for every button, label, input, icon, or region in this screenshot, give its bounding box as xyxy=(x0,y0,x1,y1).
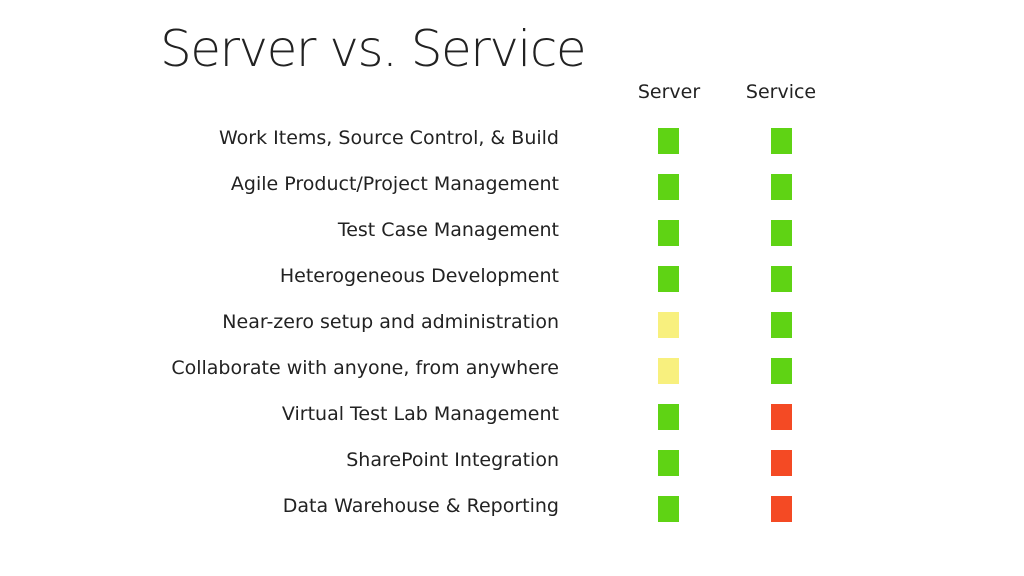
server-status-supported xyxy=(658,174,679,200)
service-status-unsupported xyxy=(771,404,792,430)
service-status-unsupported xyxy=(771,496,792,522)
row-label: Collaborate with anyone, from anywhere xyxy=(171,357,559,379)
service-status-supported xyxy=(771,174,792,200)
server-status-supported xyxy=(658,128,679,154)
row-label: Virtual Test Lab Management xyxy=(281,403,559,425)
server-status-supported xyxy=(658,266,679,292)
server-status-supported xyxy=(658,220,679,246)
column-header-service: Service xyxy=(745,81,817,103)
row-label: Heterogeneous Development xyxy=(279,265,559,287)
page-title: Server vs. Service xyxy=(160,20,587,78)
row-label: Agile Product/Project Management xyxy=(230,173,559,195)
row-label: SharePoint Integration xyxy=(346,449,559,471)
service-status-supported xyxy=(771,358,792,384)
service-status-unsupported xyxy=(771,450,792,476)
row-label: Near-zero setup and administration xyxy=(222,311,559,333)
row-label: Test Case Management xyxy=(337,219,559,241)
server-status-partial xyxy=(658,358,679,384)
service-status-supported xyxy=(771,266,792,292)
server-status-supported xyxy=(658,496,679,522)
server-status-supported xyxy=(658,450,679,476)
service-status-supported xyxy=(771,312,792,338)
row-label: Data Warehouse & Reporting xyxy=(282,495,559,517)
server-status-partial xyxy=(658,312,679,338)
row-label: Work Items, Source Control, & Build xyxy=(219,127,559,149)
server-status-supported xyxy=(658,404,679,430)
service-status-supported xyxy=(771,220,792,246)
column-header-server: Server xyxy=(637,81,701,103)
service-status-supported xyxy=(771,128,792,154)
